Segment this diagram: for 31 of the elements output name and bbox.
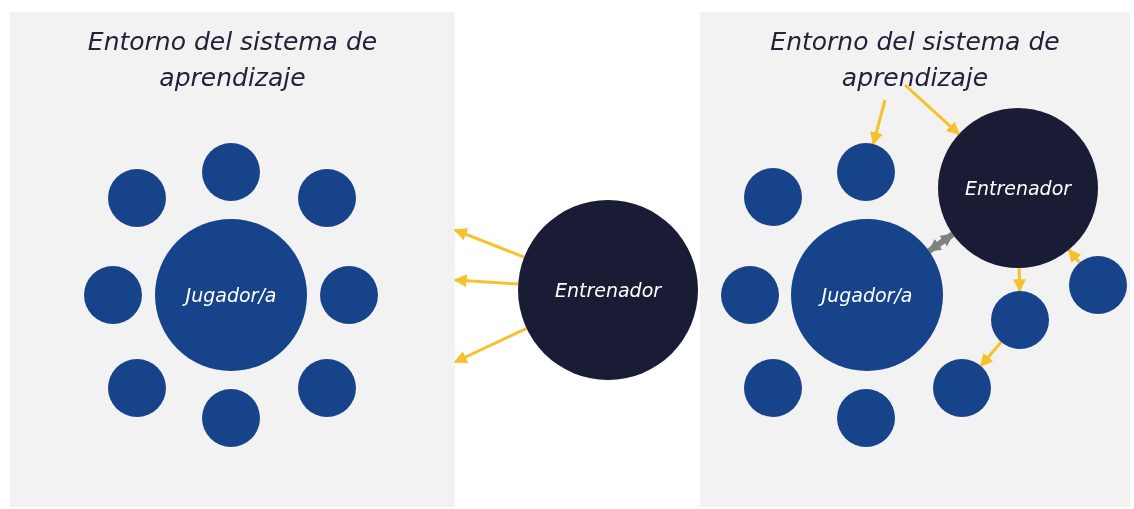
arrow [1067, 248, 1082, 264]
circle [202, 389, 260, 447]
circle [108, 169, 166, 227]
circle [320, 266, 378, 324]
arrow [453, 274, 519, 288]
circle [744, 359, 802, 417]
panel [700, 12, 1130, 507]
arrow [1012, 267, 1026, 293]
arrow [453, 228, 525, 259]
circle [84, 266, 142, 324]
arrow [870, 99, 887, 146]
circle [744, 168, 802, 226]
circle [933, 359, 991, 417]
panel-title: Entorno del sistema de aprendizaje [86, 26, 379, 94]
arrow [904, 83, 960, 136]
circle [837, 389, 895, 447]
circle [837, 143, 895, 201]
node-label: Entrenador [964, 177, 1072, 199]
panel-title: Entorno del sistema de aprendizaje [769, 26, 1061, 94]
arrow [453, 326, 528, 364]
circle [721, 266, 779, 324]
double-arrow [927, 231, 955, 254]
arrow [979, 341, 1003, 367]
circle [991, 291, 1049, 349]
circle [202, 143, 260, 201]
circle [298, 169, 356, 227]
node-label: Entrenador [554, 279, 662, 301]
panel [10, 12, 455, 507]
circle [1069, 256, 1127, 314]
circle [298, 359, 356, 417]
circle [108, 359, 166, 417]
